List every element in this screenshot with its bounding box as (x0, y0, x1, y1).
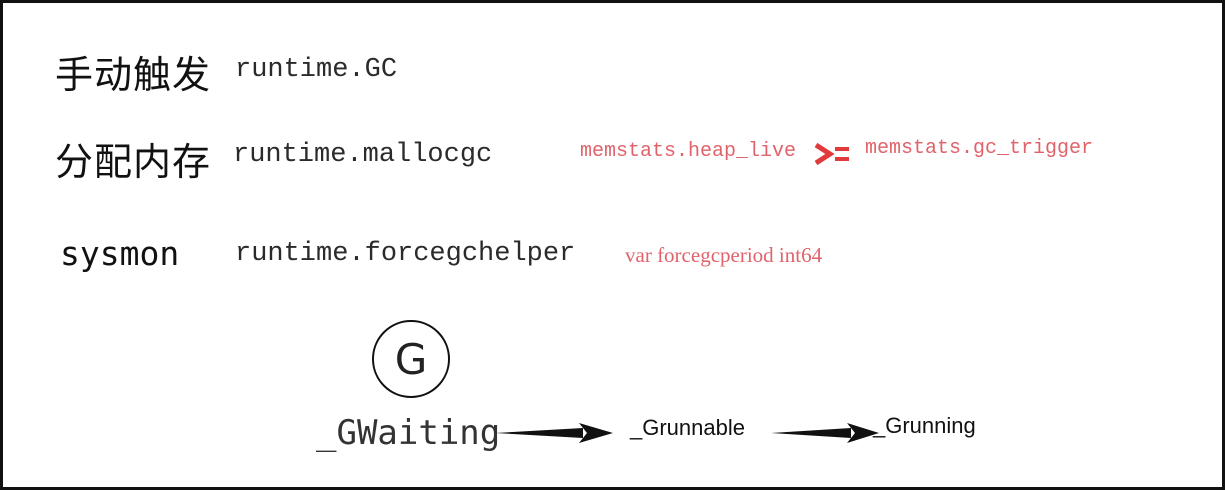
trigger-label-alloc: 分配内存 (55, 140, 212, 184)
arrow-waiting-to-runnable (495, 423, 613, 443)
state-grunnable: _Grunnable (630, 415, 745, 440)
condition-right: memstats.gc_trigger (865, 137, 1094, 160)
forcegcperiod-note: var forcegcperiod int64 (625, 243, 823, 267)
func-runtime-gc: runtime.GC (235, 55, 398, 85)
goroutine-symbol: G (394, 334, 428, 384)
state-gwaiting: _GWaiting (316, 413, 501, 453)
arrow-runnable-to-running (771, 423, 879, 443)
func-runtime-forcegchelper: runtime.forcegchelper (235, 239, 576, 269)
func-runtime-mallocgc: runtime.mallocgc (233, 140, 493, 170)
condition-left: memstats.heap_live (580, 140, 797, 163)
goroutine-circle: G (372, 320, 450, 398)
greater-equal-operator (814, 142, 849, 166)
state-grunning: _Grunning (873, 413, 976, 438)
trigger-label-manual: 手动触发 (55, 53, 212, 97)
trigger-label-sysmon: sysmon (60, 234, 180, 273)
